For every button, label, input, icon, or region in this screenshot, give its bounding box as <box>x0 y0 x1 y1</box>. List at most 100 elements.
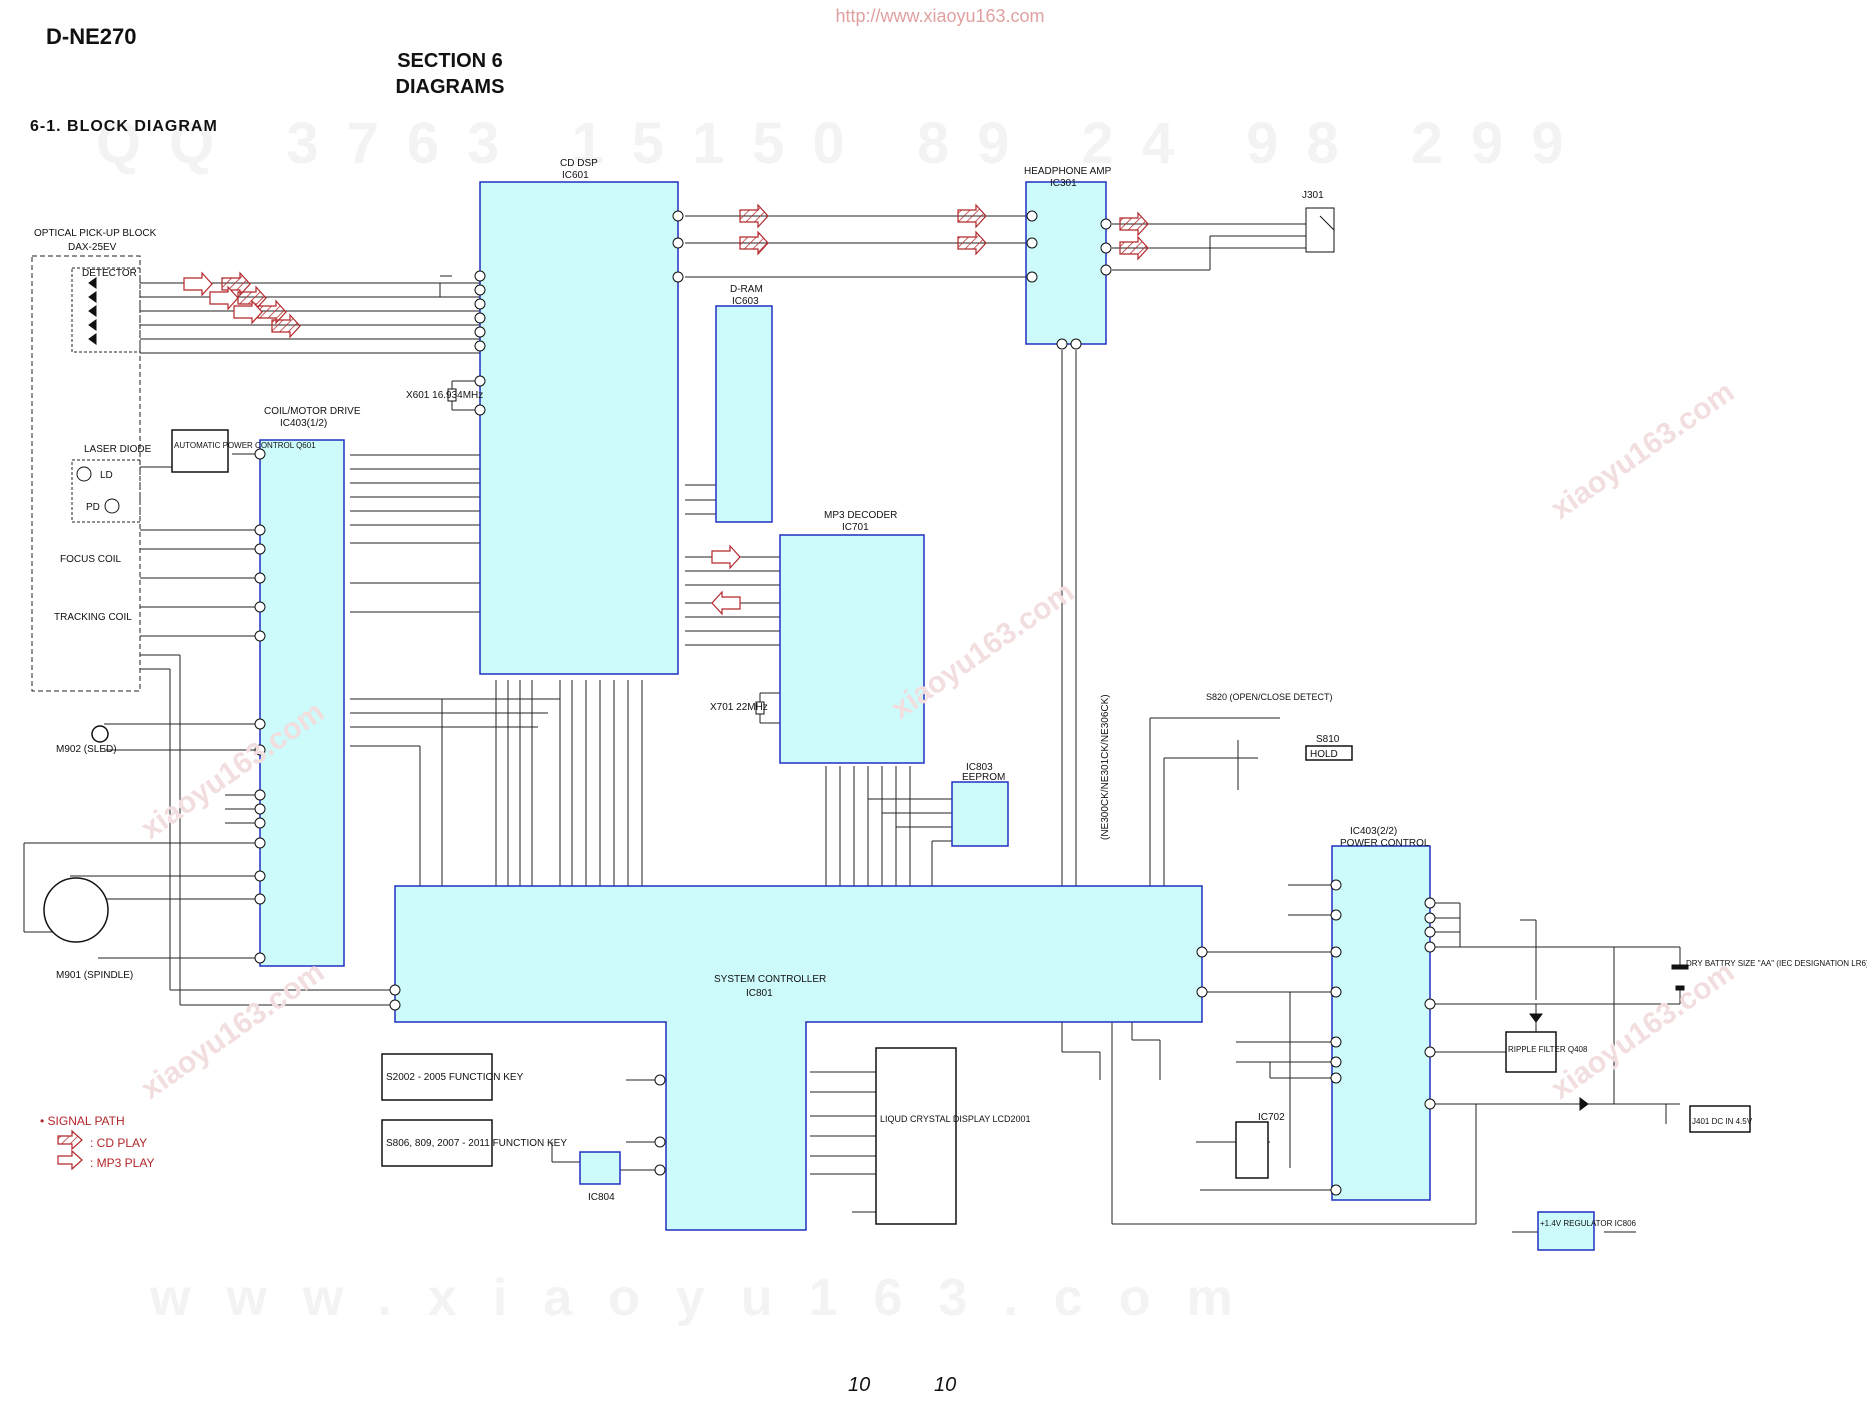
dram-ic: IC603 <box>732 296 759 307</box>
lcd-box <box>875 1047 957 1225</box>
pin <box>1070 338 1082 350</box>
hold-box <box>1305 745 1353 761</box>
legend-cd-arrow <box>57 1129 83 1151</box>
ld-label: LD <box>100 470 113 481</box>
subsection-title: 6-1. BLOCK DIAGRAM <box>30 118 218 135</box>
optical-pickup-part: DAX-25EV <box>68 242 117 253</box>
hold-label: HOLD <box>1310 749 1338 760</box>
optical-pickup-box <box>31 255 141 692</box>
crystal-x701-icon <box>755 701 765 715</box>
pin <box>254 870 266 882</box>
pin <box>474 298 486 310</box>
cd-path-arrow <box>739 230 769 256</box>
headphone-amp-title: HEADPHONE AMP <box>1024 166 1112 177</box>
pin <box>1100 218 1112 230</box>
model-title: D-NE270 <box>46 24 137 49</box>
cd-path-arrow <box>271 313 301 339</box>
pin <box>1424 1046 1436 1058</box>
pin <box>1100 242 1112 254</box>
pin <box>254 803 266 815</box>
j401-box <box>1689 1105 1751 1133</box>
eeprom-block <box>951 781 1009 847</box>
pin <box>654 1164 666 1176</box>
pin <box>1330 909 1342 921</box>
s810-label: S810 <box>1316 734 1340 745</box>
m901-label: M901 (SPINDLE) <box>56 970 133 981</box>
pin <box>1424 941 1436 953</box>
optical-pickup-title: OPTICAL PICK-UP BLOCK <box>34 228 157 239</box>
pin <box>1330 1072 1342 1084</box>
spindle-motor-icon <box>43 877 109 943</box>
cd-path-arrow <box>1119 211 1149 237</box>
pin <box>474 284 486 296</box>
signal-path-legend: • SIGNAL PATH : CD PLAY : MP3 PLAY <box>40 1114 154 1170</box>
focus-coil-label: FOCUS COIL <box>60 554 122 565</box>
mp3-path-arrow <box>209 285 239 311</box>
pin <box>1330 946 1342 958</box>
site-stamp: xiaoyu163.com <box>1545 375 1740 525</box>
pin <box>254 789 266 801</box>
section-line-1: SECTION 6 <box>397 50 503 72</box>
pin <box>1196 986 1208 998</box>
pin <box>254 572 266 584</box>
pin <box>1330 1184 1342 1196</box>
key2-label: S2002 - 2005 FUNCTION KEY <box>386 1072 524 1083</box>
pin <box>654 1136 666 1148</box>
mp3-path-arrow <box>183 271 213 297</box>
pin <box>1424 1098 1436 1110</box>
pin <box>1330 1036 1342 1048</box>
pin <box>654 1074 666 1086</box>
j301-label: J301 <box>1302 190 1324 201</box>
x601-label: X601 16.934MHz <box>406 390 483 401</box>
eeprom-sub: EEPROM <box>962 772 1005 783</box>
j401-label: J401 DC IN 4.5V <box>1692 1117 1753 1126</box>
pin <box>474 404 486 416</box>
detector-box <box>71 267 141 353</box>
ic702-label: IC702 <box>1258 1112 1285 1123</box>
key2-box <box>381 1053 493 1101</box>
system-controller-ic: IC801 <box>746 988 773 999</box>
power-control-sub: POWER CONTROL <box>1340 838 1430 849</box>
pin <box>672 237 684 249</box>
cd-dsp-ic: IC601 <box>562 170 589 181</box>
pin <box>254 744 266 756</box>
watermark-url: www.xiaoyu163.com <box>150 1269 1269 1327</box>
key1-label: S806, 809, 2007 - 2011 FUNCTION KEY <box>386 1138 567 1149</box>
coil-motor-drive-block <box>259 439 345 967</box>
pin <box>1330 1056 1342 1068</box>
section-line-2: DIAGRAMS <box>395 76 505 98</box>
cd-path-arrow <box>257 299 287 325</box>
coil-motor-drive-title: COIL/MOTOR DRIVE <box>264 406 361 417</box>
site-stamp: xiaoyu163.com <box>135 955 330 1105</box>
regulator-block <box>1537 1211 1595 1251</box>
eeprom-title: IC803 <box>966 762 993 773</box>
detector-diode-icon <box>88 277 97 289</box>
laser-label: LASER DIODE <box>84 444 152 455</box>
cd-dsp-title: CD DSP <box>560 158 598 169</box>
pin <box>672 210 684 222</box>
pin <box>254 601 266 613</box>
section-title: SECTION 6 DIAGRAMS <box>320 48 580 100</box>
dram-block <box>715 305 773 523</box>
pin <box>1424 926 1436 938</box>
pin <box>474 312 486 324</box>
pin <box>1330 879 1342 891</box>
pin <box>474 340 486 352</box>
pin <box>1424 912 1436 924</box>
legend-cd: : CD PLAY <box>90 1136 148 1150</box>
ne-note-label: (NE300CK/NE301CK/NE306CK) <box>1100 694 1111 840</box>
detector-label: DETECTOR <box>82 268 137 279</box>
ic702-box <box>1235 1121 1269 1179</box>
mp3-decoder-ic: IC701 <box>842 522 869 533</box>
legend-mp3: : MP3 PLAY <box>90 1156 155 1170</box>
pin <box>254 630 266 642</box>
pin <box>1026 210 1038 222</box>
ripple-filter-box <box>1505 1031 1557 1073</box>
laser-diode-icon <box>76 466 92 482</box>
cd-path-arrow <box>739 203 769 229</box>
photo-diode-icon <box>104 498 120 514</box>
mp3-path-arrow <box>711 590 741 616</box>
dry-battery-label: DRY BATTRY SIZE "AA" (IEC DESIGNATION LR… <box>1686 959 1867 968</box>
headphone-amp-block <box>1025 181 1107 345</box>
pd-label: PD <box>86 502 100 513</box>
